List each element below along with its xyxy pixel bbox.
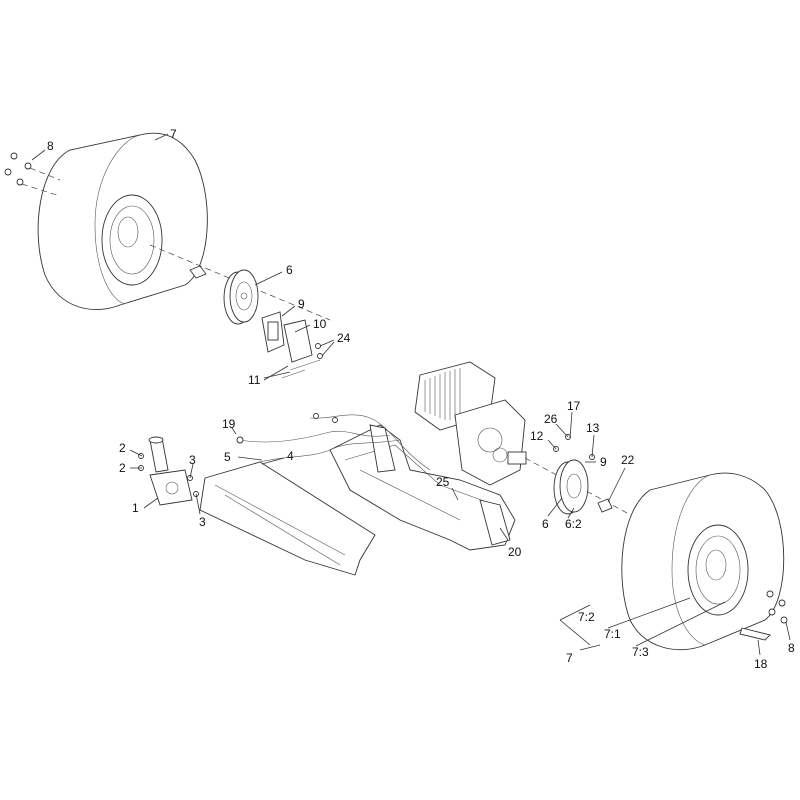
cables (236, 413, 431, 471)
callout-7-1: 7:1 (604, 627, 621, 641)
callout-19: 19 (222, 417, 236, 431)
callout-26: 26 (544, 412, 558, 426)
left-tire (37, 132, 208, 310)
callout-8-right: 8 (788, 641, 795, 655)
left-hub (149, 244, 331, 325)
callout-6-left: 6 (286, 263, 293, 277)
steering-assembly (138, 436, 199, 506)
callout-4: 4 (287, 449, 294, 463)
right-hub (553, 434, 613, 515)
callout-25: 25 (436, 475, 450, 489)
callout-7-2: 7:2 (578, 610, 595, 624)
callout-13: 13 (586, 421, 600, 435)
callout-22: 22 (621, 453, 635, 467)
callout-labels: 8 7 6 9 10 24 11 17 26 13 12 9 22 19 2 2… (47, 127, 795, 671)
callout-12: 12 (530, 429, 544, 443)
callout-9-right: 9 (600, 455, 607, 469)
callout-6-right: 6 (542, 517, 549, 531)
callout-9-left: 9 (298, 297, 305, 311)
callout-17: 17 (567, 399, 581, 413)
callout-2-lower: 2 (119, 461, 126, 475)
callout-6-2: 6:2 (565, 517, 582, 531)
callout-3-lower: 3 (199, 515, 206, 529)
frame (329, 424, 516, 551)
leader-lines (31, 133, 791, 656)
foot-plate (199, 461, 376, 576)
callout-24: 24 (337, 331, 351, 345)
callout-20: 20 (508, 545, 522, 559)
callout-10: 10 (313, 317, 327, 331)
callout-11: 11 (248, 373, 261, 387)
callout-3-upper: 3 (189, 453, 196, 467)
callout-1: 1 (132, 501, 139, 515)
callout-7-right: 7 (566, 651, 573, 665)
callout-5: 5 (224, 450, 231, 464)
right-tire (621, 472, 785, 651)
right-lug-nuts (739, 590, 788, 641)
callout-7-left: 7 (170, 127, 177, 141)
callout-2-upper: 2 (119, 441, 126, 455)
callout-8-left: 8 (47, 139, 54, 153)
left-lug-nuts (4, 152, 61, 197)
left-brake-bracket (261, 311, 323, 379)
callout-18: 18 (754, 657, 768, 671)
callout-7-3: 7:3 (632, 645, 649, 659)
engine-transaxle (414, 361, 641, 521)
